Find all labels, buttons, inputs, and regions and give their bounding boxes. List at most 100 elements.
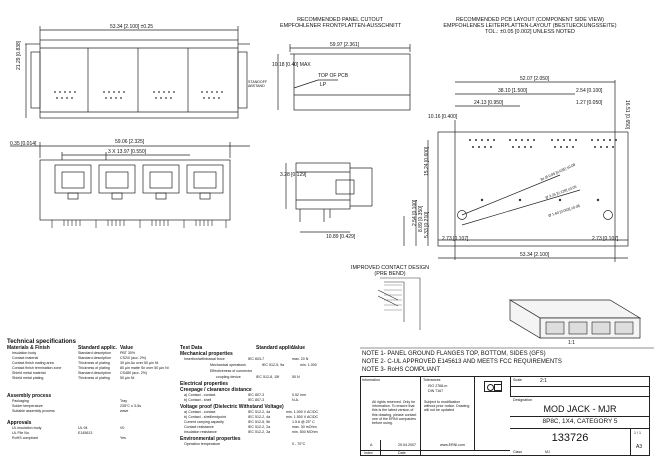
approvals-heading: Approvals [7,420,32,426]
mat-row-1-val: CS2/0 (acc. 2%) [120,356,147,360]
tb-date-label: Date [398,451,406,455]
mech-row-3-label: coupling device [216,375,241,379]
appr-row-0-val: V0 [120,426,125,430]
tb-sheet: 1 / 1 [634,431,641,435]
tb-tol-din: DIN 7167 [428,389,444,393]
panel-cutout-width: 59.97 [2.361] [330,42,360,48]
contact-title-en: IMPROVED CONTACT DESIGN [351,265,429,271]
pcb-dim-7: 15.24 [0.600] [424,146,430,176]
mat-row-2-label: Contact finish mating area [12,361,54,365]
asm-row-1-val: 235°C ≤ 3-5s [120,404,141,408]
materials-col-val: Value [120,345,134,351]
creep-row-1-val: N.A. [292,398,299,402]
panel-cutout-title-de: EMPFOHLENER FRONTPLATTEN-AUSSCHNITT [280,23,402,29]
pcb-layout-title-de: EMPFOHLENES LEITERPLATTEN-LAYOUT (BESTUE… [443,23,617,29]
volt-row-2-val: 1.5 A @ 25° C [292,420,315,424]
pcb-dim-6: 16.51 [0.650] [624,100,630,130]
mech-row-1-val: min. 1.000 [300,363,317,367]
appr-row-0-label: UL insulation body [12,426,42,430]
creep-heading: Creepage / clearance distance [180,387,252,393]
test-col-val: Value [292,345,306,351]
contact-title-de: (PRE BEND) [374,271,406,277]
pcb-dim-10: 5.33 [0.210] [424,211,430,238]
env-heading: Environmental properties [180,436,241,442]
env-row-0-val: 0 - 70°C [292,442,306,446]
voltage-heading: Voltage proof (Dielectric Withstand Volt… [180,404,284,410]
pcb-dim-4: 1.27 [0.050] [576,100,603,106]
pcb-layout-title-en: RECOMMENDED PCB LAYOUT (COMPONENT SIDE V… [456,17,604,23]
volt-row-3-std: IEC 512-2, 2a [248,425,271,429]
mat-row-2-std: Thickness of plating [78,361,110,365]
mat-row-3-label: Contact finish termination zone [12,366,62,370]
tb-scale-label: Scale [513,378,522,382]
pcb-dim-12: 53.34 [2.100] [520,252,550,258]
mech-row-1-label: Mechanical operations [210,363,246,367]
volt-row-4-std: IEC 512-2, 3a [248,430,271,434]
volt-row-3-val: max. 30 mOhm [292,425,317,429]
asm-row-1-label: Solder temperature [12,404,43,408]
mech-heading: Mechanical properties [180,351,233,357]
volt-row-4-val: min. 500 MOhm [292,430,318,434]
volt-row-1-val: min. 1.500 V AC/DC [286,415,319,419]
tb-format: A3 [636,444,643,450]
panel-cutout-title-en: RECOMMENDED PANEL CUTOUT [297,17,383,23]
appr-row-2-val: Yes [120,436,126,440]
volt-row-0-std: IEC 512-2, 4a [248,410,271,414]
side-dim-1: 3.28 [0.129] [280,172,307,178]
side-dim-2: 10.89 [0.429] [326,234,356,240]
volt-row-3-label: Contact resistance [184,425,214,429]
tb-rights: All rights reserved. Only for informatio… [372,400,417,426]
mech-row-0-label: Insertion/withdrawal force [184,357,225,361]
pcb-dim-5: 10.16 [0.400] [428,114,458,120]
pcb-dim-11: 2.73 [0.107] [442,236,469,242]
tb-designation-label: Designation [513,398,532,402]
port-pitch-dim: 3 X 13.97 [0.550] [108,149,147,155]
mat-row-3-val: 80 µin matte Sn over 50 µin Ni [120,366,169,370]
mech-row-3-std: IEC 512-8, 15f [256,375,280,379]
mat-row-0-label: Insulation body [12,351,37,355]
volt-row-1-std: IEC 512-2, 4a [248,415,271,419]
tb-scale: 2:1 [540,378,547,384]
asm-row-0-label: Packaging [12,399,29,403]
volt-row-2-label: Current carrying capacity [184,420,224,424]
iso-scale-label: 1:1 [568,340,575,346]
port-left-dim: 0.35 [0.014] [10,141,37,147]
appr-row-0-std: UL 94 [78,426,88,430]
tb-tolerances-label: Tolerances [423,378,441,382]
projection-symbol-icon [484,381,502,392]
creep-row-0-label: a) Contact - contact [184,393,216,397]
tb-part-number: 133726 [551,432,589,444]
tb-class-label: Class [513,450,522,454]
pcb-dim-0: 52.07 [2.050] [520,76,550,82]
tb-information-label: Information [362,378,380,382]
mat-row-4-label: Shield metal material [12,371,46,375]
mech-row-2-label: Effectiveness of connector [210,369,253,373]
appr-row-1-std: E145613 [78,431,93,435]
mat-row-1-label: Contact material [12,356,39,360]
mat-row-0-std: Standard description [78,351,111,355]
mat-row-3-std: Thickness of plating [78,366,110,370]
volt-row-2-std: IEC 512-5, 5b [248,420,271,424]
volt-row-4-label: Insulation resistance [184,430,217,434]
assembly-heading: Assembly process [7,393,52,399]
tb-subject: Subject to modification without prior no… [424,400,470,413]
pcb-dim-1: 38.10 [1.500] [498,88,528,94]
mech-row-0-val: max. 20 N [292,357,309,361]
pcb-dim-3: 24.13 [0.950] [474,100,504,106]
tb-tol-iso: ISO 2768-m [428,384,448,388]
mat-row-0-val: PBT 30% [120,351,136,355]
mat-row-2-val: 30 µin Au over 50 µin Ni [120,361,159,365]
tb-rev: A [370,443,373,447]
mech-row-0-std: IEC 603-7 [248,357,265,361]
mat-row-4-val: CS480 (acc. 2%) [120,371,148,375]
creep-row-0-val: 0.52 mm [292,393,306,397]
specs-heading: Technical specifications [7,339,76,345]
note-3: NOTE 3- RoHS COMPLIANT [362,367,441,373]
creep-row-1-label: b) Contact - shell [184,398,212,402]
appr-row-2-label: RoHS compliant [12,436,38,440]
tb-designation-1: MOD JACK - MJR [543,404,617,414]
tb-class-val: MJ [545,450,550,454]
front-height-dim: 21.29 [0.838] [16,40,22,70]
pcb-dim-2: 2.54 [0.100] [576,88,603,94]
